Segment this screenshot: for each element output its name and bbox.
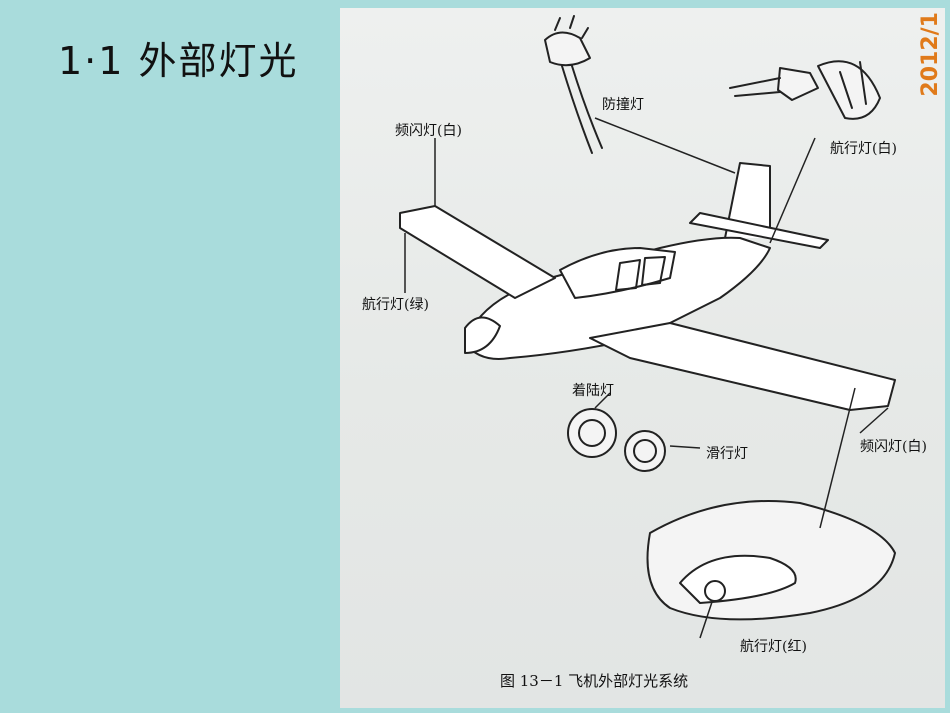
label-strobe-right: 频闪灯(白) [860, 439, 927, 455]
label-strobe-left: 频闪灯(白) [395, 123, 462, 139]
date-stamp: 2012/1 [918, 12, 943, 97]
label-landing: 着陆灯 [572, 383, 614, 399]
figure-caption: 图 13－1 飞机外部灯光系统 [500, 672, 689, 690]
landing-light-drawing [567, 408, 617, 458]
figure-photo: 频闪灯(白) 防撞灯 航行灯(白) 航行灯(绿) 着陆灯 滑行灯 频闪灯(白) … [340, 8, 945, 708]
airplane-lighting-diagram [399, 15, 896, 639]
label-nav-green: 航行灯(绿) [362, 297, 429, 313]
slide-title: 1·1 外部灯光 [58, 39, 299, 83]
nav-light-white-drawing [729, 60, 881, 120]
label-anti-collision: 防撞灯 [602, 97, 644, 113]
anti-collision-light-drawing [544, 15, 603, 154]
label-taxi: 滑行灯 [706, 446, 748, 462]
label-nav-white: 航行灯(白) [830, 141, 897, 157]
label-nav-red: 航行灯(红) [740, 639, 807, 655]
taxi-light-drawing [624, 430, 666, 472]
wingtip-detail-drawing [646, 500, 896, 621]
